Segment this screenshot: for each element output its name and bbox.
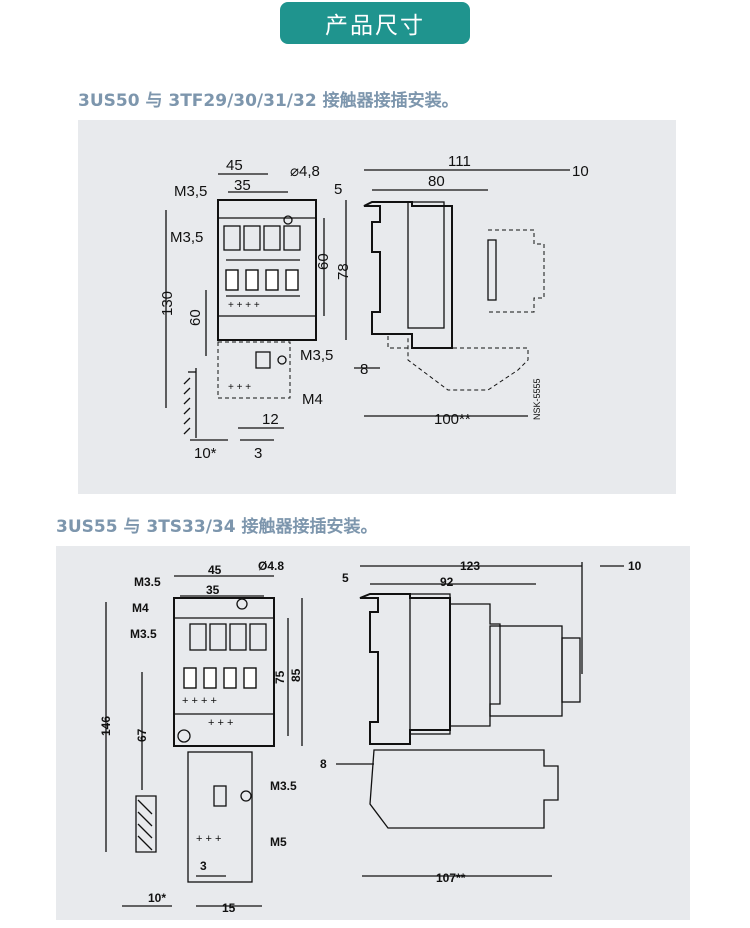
page-title-banner: 产品尺寸 bbox=[280, 2, 470, 44]
s1-dim-111: 111 bbox=[448, 153, 471, 170]
s2-label-m4: M4 bbox=[132, 601, 149, 615]
s2-dim-hole: Ø4.8 bbox=[258, 559, 284, 573]
section1-drawing: + + + + + + + 45 35 ⌀4,8 M3,5 M3,5 60 78… bbox=[159, 153, 589, 462]
s1-front-view: + + + + + + + 45 35 ⌀4,8 M3,5 M3,5 60 78… bbox=[159, 157, 352, 462]
s1-dim-45: 45 bbox=[226, 157, 243, 174]
svg-text:+ + +: + + + bbox=[196, 833, 221, 845]
s2-dim-8: 8 bbox=[320, 757, 327, 771]
section1-caption: 3US50 与 3TF29/30/31/32 接触器接插安装。 bbox=[78, 91, 459, 111]
s2-side-view: 123 92 10 5 8 107** bbox=[320, 559, 642, 885]
s1-dim-3: 3 bbox=[254, 445, 262, 462]
s1-label-m35-top: M3,5 bbox=[174, 183, 207, 200]
s2-dim-45: 45 bbox=[208, 563, 222, 577]
svg-text:+ + + +: + + + + bbox=[228, 300, 260, 311]
s2-dim-123: 123 bbox=[460, 559, 480, 573]
svg-text:+ + + +: + + + + bbox=[182, 695, 217, 707]
s1-dim-10star: 10* bbox=[194, 445, 217, 462]
s2-dim-85: 85 bbox=[289, 668, 303, 682]
s1-dim-5: 5 bbox=[334, 181, 342, 198]
s1-dim-8: 8 bbox=[360, 361, 368, 378]
s1-dim-12: 12 bbox=[262, 411, 279, 428]
s2-dim-75: 75 bbox=[273, 670, 287, 684]
s1-code-nsk: NSK-5555 bbox=[532, 378, 542, 420]
s2-label-m5: M5 bbox=[270, 835, 287, 849]
s1-dim-60-right: 60 bbox=[315, 253, 332, 270]
s2-front-view: + + + + + + + + + + 45 Ø4.8 M3.5 35 M4 M… bbox=[99, 559, 303, 915]
s1-dim-60-left: 60 bbox=[187, 309, 204, 326]
section2-drawing-panel: + + + + + + + + + + 45 Ø4.8 M3.5 35 M4 M… bbox=[56, 546, 690, 920]
s2-label-m35-low: M3.5 bbox=[270, 779, 297, 793]
s2-dim-10star: 10* bbox=[148, 891, 166, 905]
section1-drawing-panel: + + + + + + + 45 35 ⌀4,8 M3,5 M3,5 60 78… bbox=[78, 120, 676, 494]
section2-caption: 3US55 与 3TS33/34 接触器接插安装。 bbox=[56, 517, 378, 537]
svg-text:+ + +: + + + bbox=[228, 382, 251, 393]
s1-dim-hole: ⌀4,8 bbox=[290, 163, 320, 180]
s2-dim-146: 146 bbox=[99, 716, 113, 736]
s1-dim-100: 100** bbox=[434, 411, 471, 428]
s2-dim-35: 35 bbox=[206, 583, 220, 597]
s2-label-m35-top: M3.5 bbox=[134, 575, 161, 589]
s2-dim-107: 107** bbox=[436, 871, 466, 885]
s1-dim-35: 35 bbox=[234, 177, 251, 194]
s1-dim-130: 130 bbox=[159, 291, 176, 316]
s1-side-view: 111 80 10 5 8 100** NSK-5555 bbox=[334, 153, 589, 428]
s2-label-m35-mid: M3.5 bbox=[130, 627, 157, 641]
s2-dim-15: 15 bbox=[222, 901, 236, 915]
s2-dim-67: 67 bbox=[135, 728, 149, 742]
svg-text:+ + +: + + + bbox=[208, 717, 233, 729]
section2-drawing: + + + + + + + + + + 45 Ø4.8 M3.5 35 M4 M… bbox=[99, 559, 642, 915]
s1-dim-80: 80 bbox=[428, 173, 445, 190]
s1-dim-10-right: 10 bbox=[572, 163, 589, 180]
s2-dim-92: 92 bbox=[440, 575, 454, 589]
s1-dim-78: 78 bbox=[335, 263, 352, 280]
s1-label-m4: M4 bbox=[302, 391, 323, 408]
s2-dim-5: 5 bbox=[342, 571, 349, 585]
s1-label-m35-mid: M3,5 bbox=[170, 229, 203, 246]
s2-dim-3: 3 bbox=[200, 859, 207, 873]
s2-dim-10-right: 10 bbox=[628, 559, 642, 573]
s1-label-m35-low: M3,5 bbox=[300, 347, 333, 364]
